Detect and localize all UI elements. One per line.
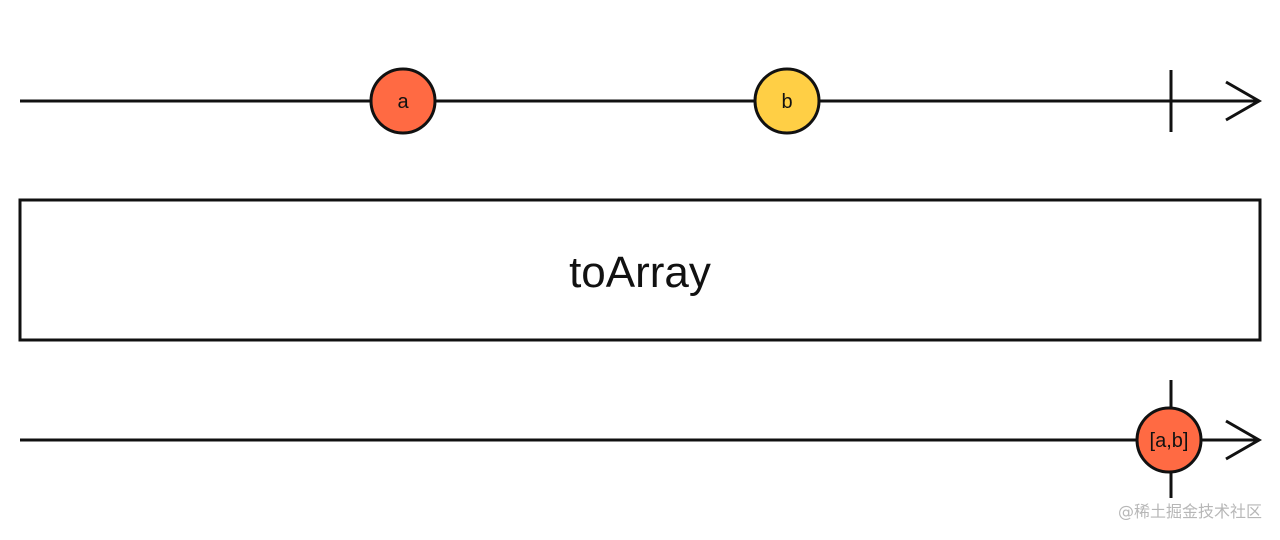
output-marble-array: [a,b] (1135, 406, 1203, 474)
output-marble-array-circle (1135, 406, 1203, 474)
input-marble-b-label: b (781, 91, 792, 113)
operator-box: toArray (18, 198, 1262, 342)
input-timeline: a b (20, 67, 1263, 135)
input-marble-a: a (369, 67, 437, 135)
input-marble-b: b (753, 67, 821, 135)
operator-label: toArray (569, 248, 711, 297)
output-timeline: [a,b] (20, 380, 1263, 498)
input-marble-a-circle (369, 67, 437, 135)
watermark-text: @稀土掘金技术社区 (1117, 502, 1262, 521)
input-timeline-arrowhead (1225, 80, 1263, 122)
operator-box-frame (18, 198, 1262, 342)
input-marble-a-label: a (397, 91, 409, 113)
output-marble-array-label: [a,b] (1150, 430, 1189, 452)
input-marble-b-circle (753, 67, 821, 135)
output-timeline-arrowhead (1225, 419, 1263, 461)
